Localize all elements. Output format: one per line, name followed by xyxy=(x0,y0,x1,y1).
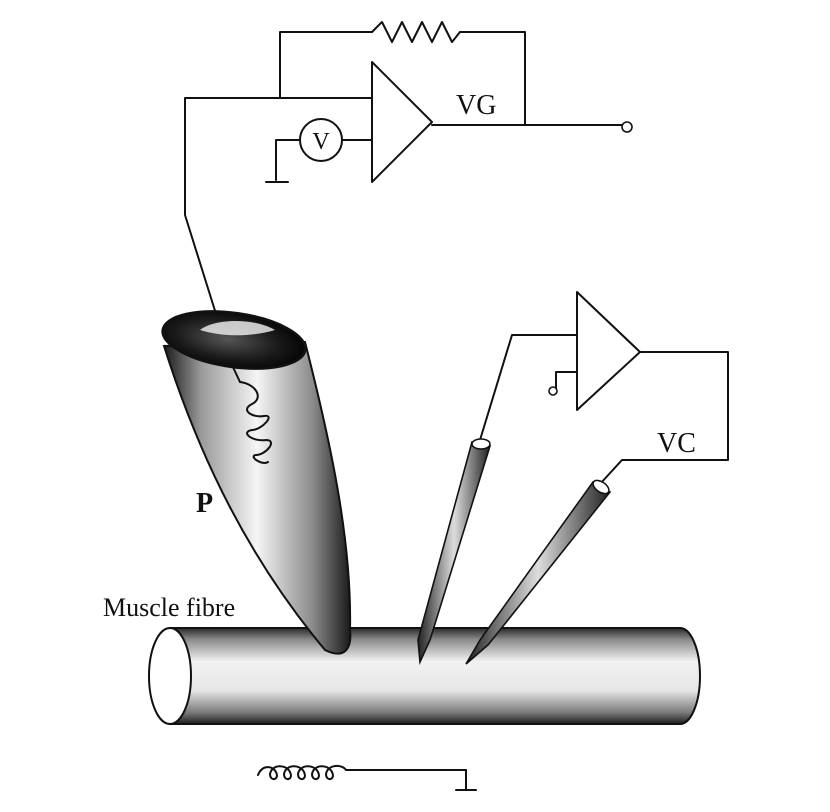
clamp-ground-terminal xyxy=(548,386,558,396)
output-terminal xyxy=(621,121,633,133)
clamp-input-wire xyxy=(479,334,578,441)
pipette-mouth xyxy=(161,310,307,370)
gain-amplifier-triangle xyxy=(371,61,433,183)
clamp-output-wire xyxy=(599,351,729,485)
input-wire xyxy=(184,97,373,366)
ground-wire xyxy=(275,139,301,181)
pipette-mouth-highlight xyxy=(200,321,275,336)
voltmeter-label: V xyxy=(312,129,330,155)
gain-amplifier-circuit: V VG xyxy=(184,21,633,366)
clamp-amplifier-circuit: VC xyxy=(479,291,729,485)
feedback-wire xyxy=(279,31,373,99)
voltage-clamp-label: VC xyxy=(657,428,696,459)
pipette-label: P xyxy=(196,488,213,519)
clamp-ground-wire xyxy=(555,371,578,389)
electrode-left-cap xyxy=(471,438,491,450)
electrode-right-cap xyxy=(592,479,610,495)
pipette-wire xyxy=(231,364,241,383)
pipette: P xyxy=(161,310,352,655)
muscle-fibre-end xyxy=(148,627,192,725)
feedback-resistor xyxy=(371,21,461,43)
bottom-ground-circuit xyxy=(257,764,477,791)
feedback-wire-right xyxy=(459,31,526,126)
muscle-fibre: Muscle fibre xyxy=(103,593,701,725)
clamp-amplifier-triangle xyxy=(576,291,641,411)
pipette-body xyxy=(162,340,352,655)
muscle-fibre-body xyxy=(169,627,701,725)
voltage-gain-label: VG xyxy=(456,90,496,121)
bottom-coil xyxy=(257,764,467,780)
electrodes xyxy=(417,438,612,666)
pipette-coil xyxy=(239,381,272,464)
muscle-fibre-label: Muscle fibre xyxy=(103,593,235,622)
